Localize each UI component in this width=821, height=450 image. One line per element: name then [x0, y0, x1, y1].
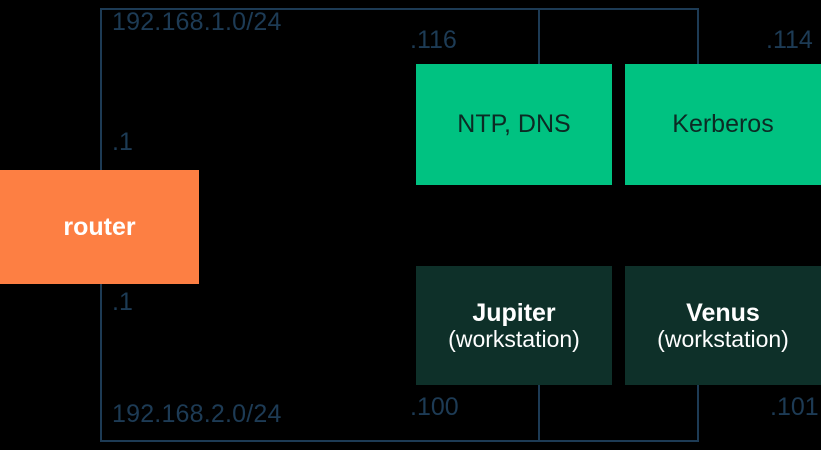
upper-bus-horizontal-top	[100, 8, 699, 10]
node-jupiter-label: Jupiter	[472, 298, 556, 327]
node-router[interactable]: router	[0, 170, 199, 284]
subnet-label-lower: 192.168.2.0/24	[112, 400, 282, 428]
upper-bus-left-vertical	[100, 8, 102, 223]
node-venus-sublabel: (workstation)	[657, 325, 789, 352]
octet-label-kerberos: .114	[766, 26, 813, 54]
octet-label-jupiter: .100	[410, 393, 459, 421]
lower-bus-riser-venus	[697, 385, 699, 442]
node-kerberos[interactable]: Kerberos	[625, 64, 821, 185]
lower-bus-riser-jupiter	[538, 385, 540, 442]
node-venus-label: Venus	[686, 298, 760, 327]
node-jupiter[interactable]: Jupiter (workstation)	[416, 266, 612, 385]
node-ntp-dns[interactable]: NTP, DNS	[416, 64, 612, 185]
lower-bus-left-vertical	[100, 228, 102, 442]
node-jupiter-sublabel: (workstation)	[448, 325, 580, 352]
octet-label-venus: .101	[770, 393, 819, 421]
node-ntp-dns-label: NTP, DNS	[457, 110, 571, 138]
node-kerberos-label: Kerberos	[672, 110, 774, 138]
octet-label-ntp-dns: .116	[410, 26, 457, 54]
lower-bus-horizontal-bottom	[100, 440, 699, 442]
upper-bus-drop-ntp-dns	[538, 8, 540, 65]
subnet-label-upper: 192.168.1.0/24	[112, 8, 282, 36]
upper-bus-drop-kerberos	[697, 8, 699, 65]
node-venus[interactable]: Venus (workstation)	[625, 266, 821, 385]
router-upper-interface-octet: .1	[112, 128, 133, 156]
node-router-label: router	[63, 212, 136, 241]
router-lower-interface-octet: .1	[112, 288, 133, 316]
